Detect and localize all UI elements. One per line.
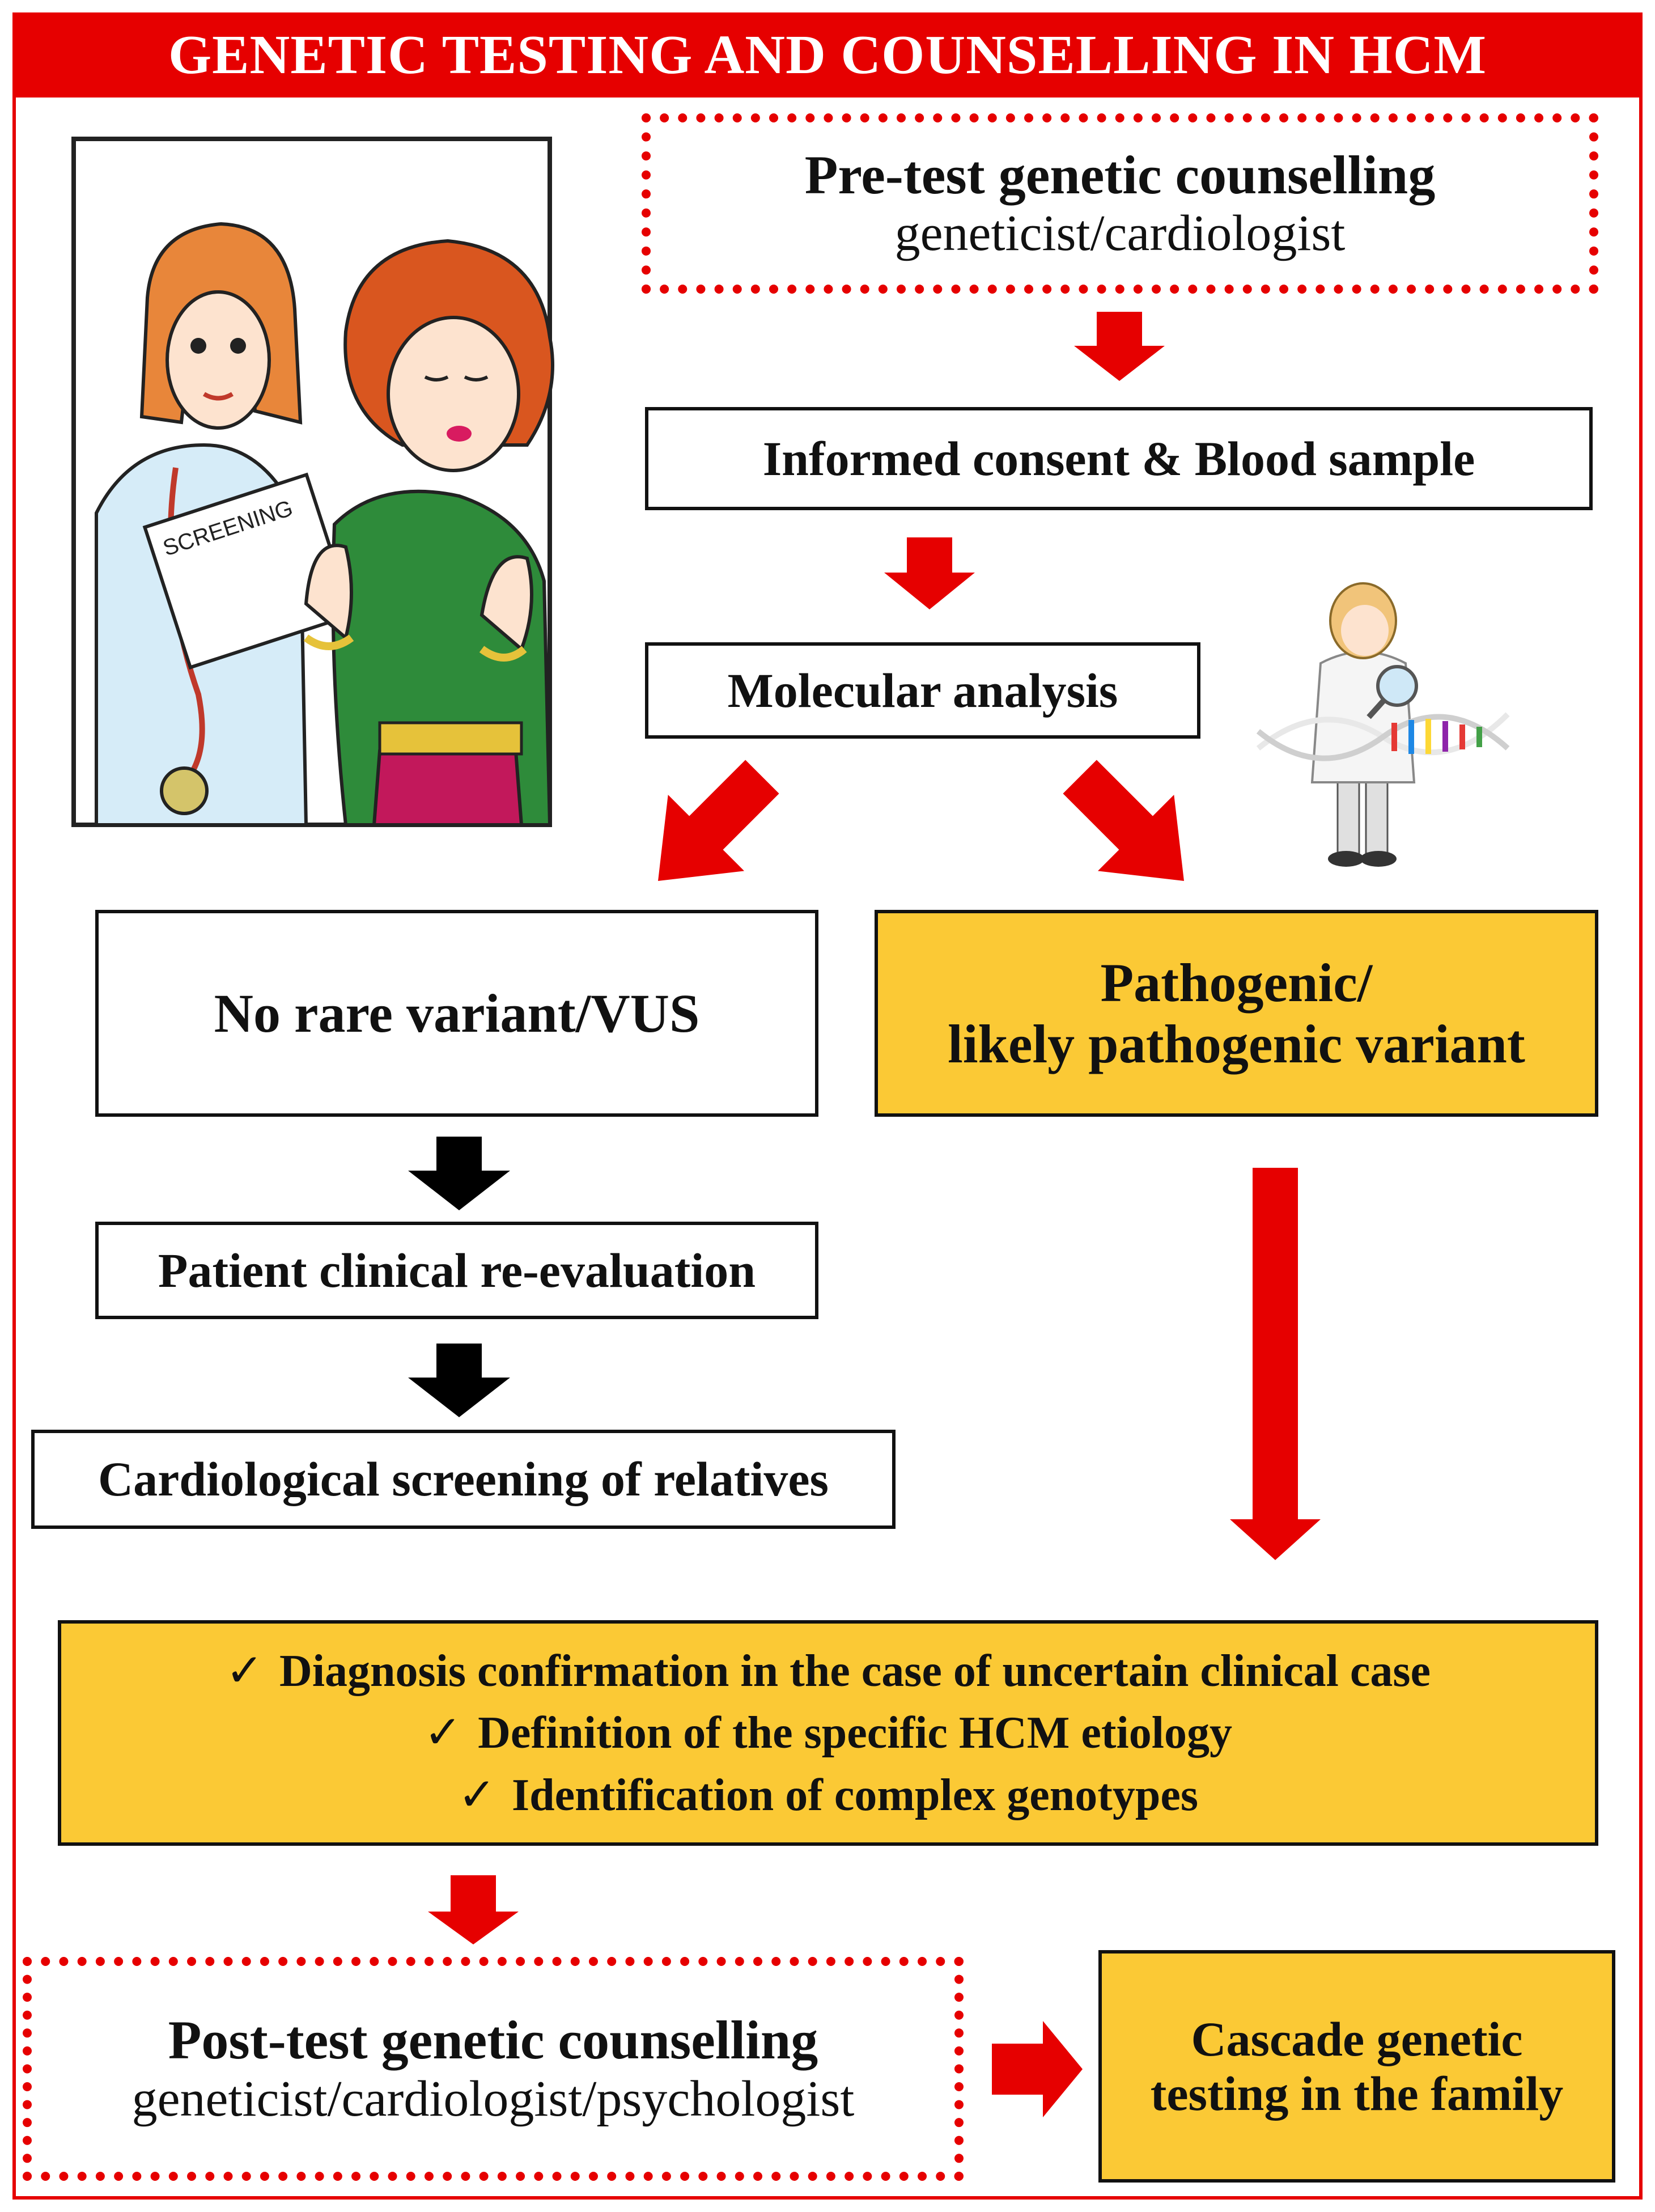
cascade-line1: Cascade genetic [1191,2011,1523,2066]
arrow-down-benefits-posttest [428,1875,519,1944]
pathogenic-variant-box: Pathogenic/ likely pathogenic variant [875,910,1598,1117]
arrow-long-red [1230,1168,1321,1560]
arrow-down-black-1 [408,1137,510,1210]
arrow-down-black-2 [408,1344,510,1417]
figure-title: GENETIC TESTING AND COUNSELLING IN HCM [12,12,1643,98]
cascade-line2: testing in the family [1150,2066,1564,2121]
arrow-down-consent-molecular [884,537,975,609]
molecular-label: Molecular analysis [727,663,1118,718]
benefit-item-1: ✓Diagnosis confirmation in the case of u… [226,1644,1431,1697]
benefit-item-2: ✓Definition of the specific HCM etiology [424,1706,1232,1759]
posttest-subtitle: geneticist/cardiologist/psychologist [131,2070,855,2127]
screening-label: Cardiological screening of relatives [98,1452,829,1507]
pathogenic-line2: likely pathogenic variant [948,1013,1525,1074]
check-icon: ✓ [226,1644,264,1697]
benefit-item-3: ✓Identification of complex genotypes [457,1768,1199,1821]
arrow-diag-right [1063,760,1184,881]
molecular-analysis-box: Molecular analysis [645,642,1200,739]
arrow-down-pretest-consent [1074,312,1165,381]
pretest-title: Pre-test genetic counselling [804,144,1436,205]
relatives-screening-box: Cardiological screening of relatives [31,1430,896,1529]
no-variant-label: No rare variant/VUS [214,982,700,1044]
pretest-subtitle: geneticist/cardiologist [894,205,1346,262]
reevaluation-box: Patient clinical re-evaluation [95,1222,818,1319]
arrow-diag-left [658,760,779,881]
consent-label: Informed consent & Blood sample [762,431,1475,486]
check-icon: ✓ [457,1768,496,1821]
consent-box: Informed consent & Blood sample [645,407,1593,510]
reevaluation-label: Patient clinical re-evaluation [158,1243,756,1298]
arrow-right-posttest-cascade [992,2021,1083,2117]
doctor-patient-illustration: SCREENING [71,137,554,827]
posttest-counselling-box: Post-test genetic counselling geneticist… [23,1957,964,2181]
posttest-title: Post-test genetic counselling [168,2010,818,2071]
pathogenic-line1: Pathogenic/ [1100,952,1373,1013]
check-icon: ✓ [424,1706,462,1759]
scientist-dna-illustration [1256,582,1510,867]
pretest-counselling-box: Pre-test genetic counselling geneticist/… [642,113,1598,294]
no-variant-box: No rare variant/VUS [95,910,818,1117]
cascade-testing-box: Cascade genetic testing in the family [1098,1950,1615,2183]
benefits-box: ✓Diagnosis confirmation in the case of u… [58,1620,1598,1846]
